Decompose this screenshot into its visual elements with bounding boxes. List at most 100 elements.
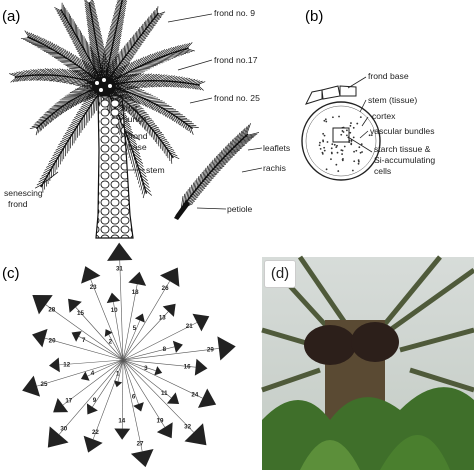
frond-leaflet	[196, 84, 204, 91]
leaflet	[216, 152, 221, 165]
frond-leaflet	[177, 117, 182, 127]
panel-d-letter: (d)	[264, 260, 296, 288]
frond-leaflet	[140, 97, 149, 108]
leaflet	[235, 141, 249, 146]
label-rachis: rachis	[263, 163, 286, 173]
frond-leaflet	[131, 58, 140, 71]
frond-leaflet	[38, 177, 47, 183]
frond-leaflet	[35, 74, 45, 81]
frond-leaflet	[77, 73, 92, 77]
frond-number: 10	[111, 307, 118, 314]
label-stem: stem	[146, 165, 165, 175]
frond-leaflet	[147, 22, 158, 27]
leaflet	[230, 146, 244, 151]
frond-leaflet	[69, 119, 82, 126]
frond-leaflet	[117, 61, 131, 68]
frond-leaflet	[9, 73, 18, 78]
frond-leaflet	[58, 106, 64, 117]
vascular-dot	[321, 152, 324, 155]
frond-leaflet	[62, 77, 75, 84]
leaflet	[182, 200, 195, 207]
leaflet	[242, 135, 256, 140]
frond-leaflet	[58, 45, 64, 57]
frond-leaflet	[51, 111, 56, 122]
vascular-dot	[343, 145, 346, 148]
frond-leaflet	[182, 121, 187, 130]
frond-leaflet	[93, 15, 98, 26]
frond-leaflet	[161, 141, 171, 146]
frond-number: 13	[159, 314, 166, 321]
frond-leaflet	[123, 53, 136, 59]
vascular-dot	[349, 124, 352, 127]
spiral-link	[122, 280, 170, 361]
frond-leaflet	[173, 76, 183, 82]
vascular-dot	[353, 150, 355, 153]
label-leaflets: leaflets	[263, 143, 290, 153]
frond-leaflet	[123, 128, 135, 136]
frond-leaflet	[169, 152, 178, 157]
frond-leaflet	[103, 51, 110, 65]
frond-leaflet	[85, 0, 90, 5]
frond-leaflet	[190, 126, 199, 128]
frond-leaflet	[141, 73, 153, 82]
frond-leaflet	[71, 116, 84, 124]
frond-leaflet	[115, 21, 124, 30]
frond-base-triangle	[80, 371, 90, 381]
frond-leaflet	[122, 55, 135, 61]
vascular-dot	[350, 142, 353, 145]
frond-leaflet	[126, 134, 136, 142]
frond-leaflet	[148, 52, 156, 63]
leaflet	[217, 160, 230, 166]
starch-tissue-box	[332, 127, 350, 143]
leaflet	[180, 203, 194, 210]
frond-leaflet	[178, 77, 188, 83]
frond-leaflet	[161, 141, 163, 151]
frond-base-triangle	[53, 398, 69, 413]
frond-leaflet	[122, 99, 128, 113]
leaflet	[220, 156, 233, 162]
frond-leaflet	[150, 18, 160, 23]
spiral-link	[121, 359, 124, 429]
frond-leaflet	[127, 81, 141, 89]
frond-leaflet	[78, 87, 93, 91]
frond-leaflet	[114, 65, 128, 72]
frond-leaflet	[43, 75, 55, 81]
frond-leaflet	[197, 81, 206, 86]
frond-leaflet	[75, 55, 81, 68]
frond-leaflet	[112, 37, 122, 48]
frond-leaflet	[91, 58, 102, 70]
vascular-dot	[357, 159, 360, 162]
leaflet	[213, 163, 227, 169]
frond-leaflet	[35, 126, 39, 136]
frond-leaflet	[58, 139, 70, 146]
leaflet	[208, 161, 212, 175]
frond-leaflet	[134, 156, 144, 164]
frond-leaflet	[145, 122, 149, 134]
frond-leaflet	[59, 16, 69, 22]
frond-leaflet	[47, 40, 54, 50]
frond-leaflet	[153, 51, 161, 61]
fruit-highlight	[108, 84, 112, 88]
frond-leaflet	[84, 0, 91, 8]
frond-leaflet	[141, 30, 152, 35]
frond-leaflet	[82, 90, 92, 103]
frond-leaflet	[127, 143, 131, 155]
leaflet	[222, 154, 235, 160]
frond-leaflet	[105, 44, 111, 57]
frond-leaflet	[21, 71, 30, 76]
frond-leaflet	[89, 46, 91, 60]
frond-leaflet	[150, 51, 159, 62]
frond-leaflet	[57, 76, 70, 83]
frond-leaflet	[91, 9, 97, 19]
panel-a-leaders	[39, 13, 263, 210]
leaflet	[227, 149, 240, 155]
frond-leaflet	[165, 146, 175, 151]
frond-leaflet	[89, 39, 98, 50]
frond-leaflet	[11, 72, 20, 77]
frond-leaflet	[53, 110, 58, 121]
frond-base-triangle	[217, 336, 236, 361]
frond-leaflet	[94, 24, 100, 35]
frond-leaflet	[79, 58, 86, 72]
frond-leaflet	[65, 28, 76, 35]
